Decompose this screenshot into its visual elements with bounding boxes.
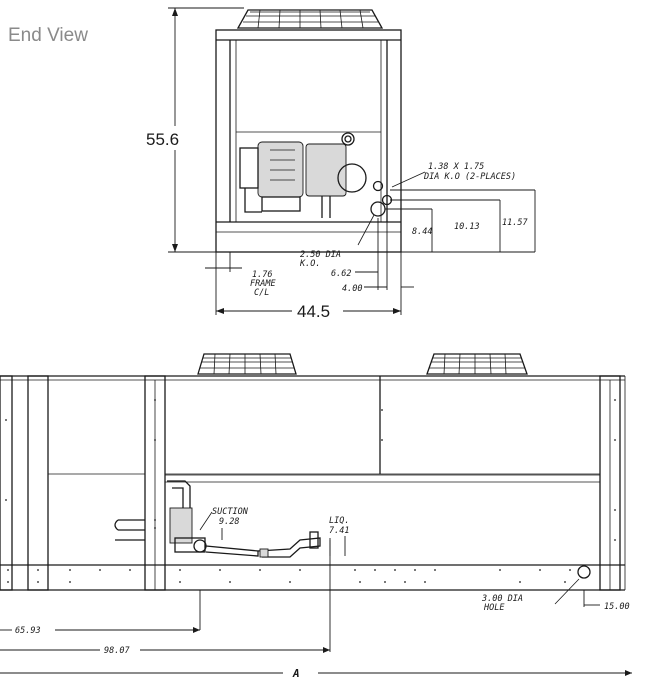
frame-label-1: 1.76: [252, 270, 272, 280]
frame-label-2: FRAME: [250, 279, 276, 289]
dim-15-00: 15.00: [604, 602, 630, 612]
dim-a: A: [292, 667, 300, 677]
side-view-fan-1: [197, 353, 297, 375]
liq-label: LIQ.: [329, 516, 349, 526]
knockout-upper: [372, 180, 384, 192]
suction-value: 9.28: [219, 517, 239, 527]
dim-4-00: 4.00: [342, 284, 362, 294]
knockout-bottom-label-1: 2.50 DIA: [300, 250, 341, 260]
end-view-fan: [236, 9, 384, 29]
dim-98-07: 98.07: [104, 646, 130, 656]
end-view: 55.6 8.44 10.13 11.57 1.38 X 1.75 DIA K.…: [146, 7, 536, 321]
hole-circle: [577, 565, 591, 579]
liq-value: 7.41: [329, 526, 349, 536]
dim-side-horizontal: 65.93 98.07 A: [0, 626, 632, 677]
dim-8-44: 8.44: [412, 227, 432, 237]
knockout-bottom-label-2: K.O.: [299, 259, 320, 269]
rivets: [5, 399, 616, 583]
side-view-fan-2: [426, 353, 528, 375]
width-label: 44.5: [297, 302, 330, 321]
hole-label-1: 3.00 DIA: [481, 594, 523, 604]
frame-label-3: C/L: [254, 288, 269, 298]
suction-label: SUCTION: [212, 507, 249, 517]
dim-6-62: 6.62: [331, 269, 351, 279]
dim-65-93: 65.93: [15, 626, 41, 636]
height-label: 55.6: [146, 130, 179, 149]
side-view: SUCTION 9.28 LIQ. 7.41 3.00 DIA HOLE 15.…: [0, 353, 632, 677]
dim-11-57: 11.57: [502, 218, 528, 228]
dim-bottom: 1.76 FRAME C/L 6.62 4.00 44.5: [205, 218, 414, 321]
view-title: End View: [8, 25, 88, 46]
knockout-large: [370, 201, 386, 217]
end-view-compressor: [239, 132, 367, 218]
hole-label-2: HOLE: [483, 603, 505, 613]
knockout-top-label-1: 1.38 X 1.75: [428, 162, 484, 172]
dim-10-13: 10.13: [454, 222, 480, 232]
end-view-cabinet: [215, 29, 402, 253]
dim-height: 55.6: [146, 7, 244, 253]
dim-right-verticals: 8.44 10.13 11.57: [385, 189, 536, 253]
suction-piping: [114, 480, 321, 558]
knockout-top-label-2: DIA K.O (2-PLACES): [423, 172, 516, 182]
